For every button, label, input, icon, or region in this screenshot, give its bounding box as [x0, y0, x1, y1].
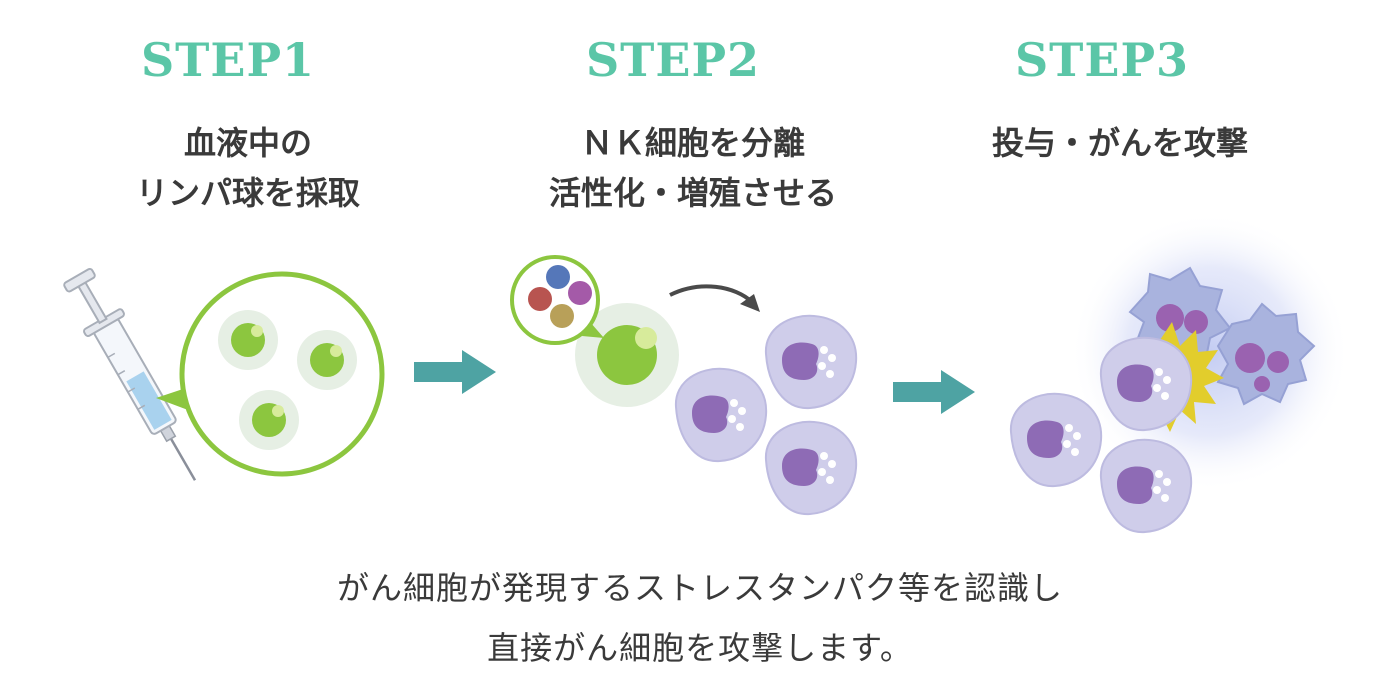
curved-arrow-icon	[669, 284, 760, 312]
caption-line1: がん細胞が発現するストレスタンパク等を認識し	[336, 569, 1063, 607]
nk-cell-icon	[1099, 336, 1193, 432]
step3-heading: STEP3	[1014, 33, 1190, 87]
nk-cell-icon	[764, 314, 858, 410]
step1-desc-line1: 血液中の	[183, 124, 312, 162]
lymphocyte-icon	[239, 390, 299, 450]
step2-heading: STEP2	[585, 33, 761, 87]
nk-cell-icon	[674, 367, 768, 463]
step1-description: 血液中の リンパ球を採取	[38, 118, 458, 218]
step2-desc-line1: ＮＫ細胞を分離	[580, 124, 805, 162]
process-illustration	[63, 212, 1350, 534]
syringe-icon	[63, 267, 197, 481]
step3-description: 投与・がんを攻撃	[910, 118, 1330, 168]
arrow-right-icon	[414, 350, 496, 394]
arrow-right-icon	[893, 370, 975, 414]
step3-desc-line1: 投与・がんを攻撃	[991, 124, 1248, 162]
caption-line2: 直接がん細胞を攻撃します。	[487, 629, 913, 667]
cancer-attack-icon	[1070, 212, 1350, 492]
nk-cell-icon	[764, 420, 858, 516]
nk-cell-icon	[1099, 438, 1193, 534]
step1-desc-line2: リンパ球を採取	[135, 174, 360, 212]
nk-separation-icon	[510, 255, 679, 407]
lymphocyte-icon	[297, 330, 357, 390]
step2-description: ＮＫ細胞を分離 活性化・増殖させる	[483, 118, 903, 218]
step2-desc-line2: 活性化・増殖させる	[548, 174, 837, 212]
cancer-cell-icon	[1216, 302, 1316, 406]
blood-magnifier-icon	[156, 271, 385, 477]
lymphocyte-icon	[218, 310, 278, 370]
step1-heading: STEP1	[140, 33, 316, 87]
nk-cell-icon	[1009, 392, 1103, 488]
